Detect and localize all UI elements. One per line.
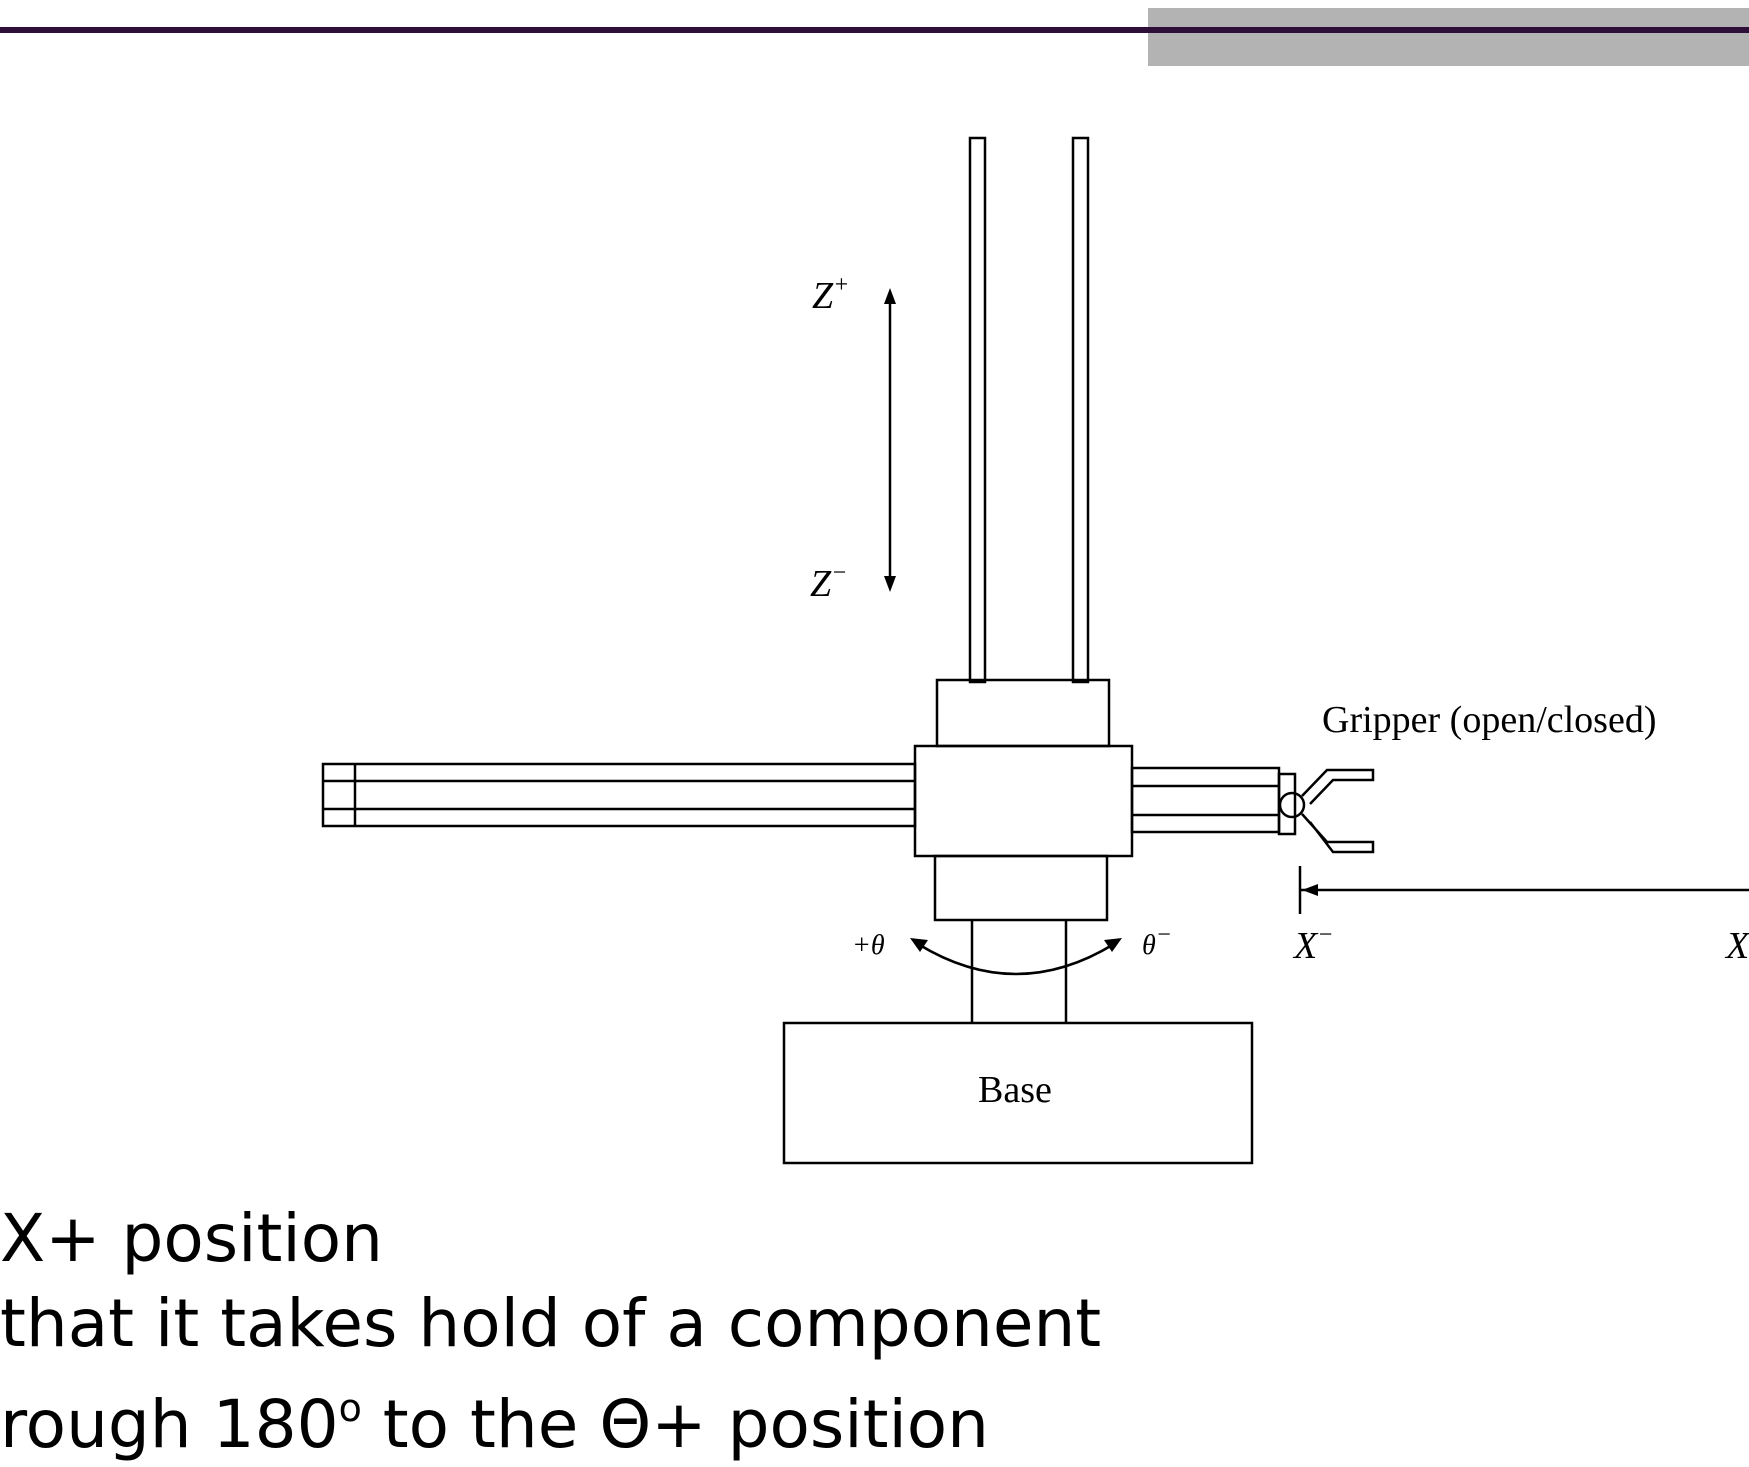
arm-right-outer [1130, 766, 1281, 834]
text-line-3: rough 180o to the Θ+ position [0, 1366, 1749, 1463]
wrist-plate [1277, 772, 1297, 836]
mast-rod-left [968, 136, 987, 684]
carriage-lower [933, 854, 1109, 922]
gripper-jaw-lower [1301, 813, 1375, 854]
rotation-arc [917, 942, 1115, 976]
x-minus-arrowhead [1302, 884, 1318, 896]
mast-rod-right [1071, 136, 1090, 684]
text-line-1: X+ position [0, 1200, 383, 1277]
label-x-minus: X− [1292, 922, 1333, 967]
slide-body-text: X+ position that it takes hold of a comp… [0, 1196, 1749, 1463]
text-line-2: that it takes hold of a component [0, 1285, 1102, 1362]
carriage-upper [935, 678, 1111, 748]
gripper-jaw-upper [1301, 768, 1375, 805]
label-base: Base [978, 1069, 1052, 1111]
text-line-3-part-a: rough 180 [0, 1386, 339, 1463]
label-gripper: Gripper (open/closed) [1322, 699, 1657, 741]
theta-minus-arrowhead [1104, 938, 1122, 952]
corner-accent-stripe [1148, 27, 1749, 33]
label-z-minus: Z− [810, 560, 847, 605]
label-z-plus: Z+ [812, 272, 849, 317]
header-rule [0, 27, 1749, 33]
arm-left-outer [321, 762, 917, 828]
corner-accent-bar [1148, 8, 1749, 66]
wrist-joint [1278, 791, 1306, 819]
base-block [782, 1021, 1254, 1165]
carriage-main [913, 744, 1134, 858]
text-line-3-part-b: to the Θ+ position [361, 1386, 989, 1463]
z-minus-arrowhead [884, 576, 896, 592]
label-theta-minus: θ− [1142, 922, 1172, 961]
label-theta-plus: +θ [852, 930, 885, 961]
theta-plus-arrowhead [910, 938, 928, 952]
degree-superscript: o [338, 1386, 362, 1430]
label-x-plus: X [1724, 925, 1749, 967]
z-plus-arrowhead [884, 288, 896, 304]
